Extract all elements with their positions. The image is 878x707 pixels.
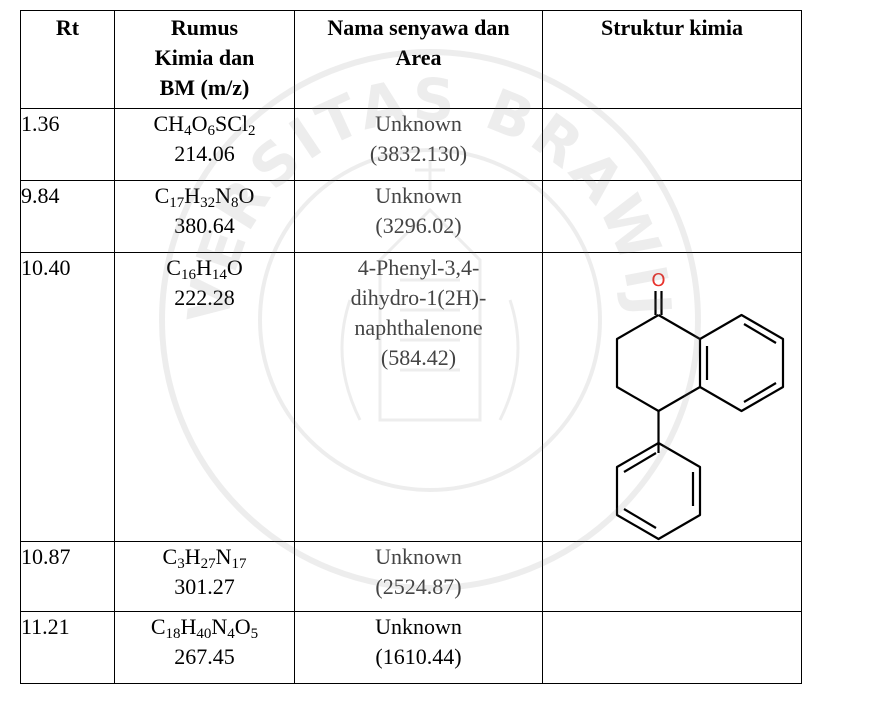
header-formula: Rumus Kimia dan BM (m/z) — [114, 10, 295, 109]
cell-structure — [542, 541, 802, 612]
cell-formula: C3H27N17 301.27 — [114, 541, 295, 612]
compound-name: 4-Phenyl-3,4- — [357, 255, 480, 280]
chemical-structure-diagram: O — [615, 270, 785, 541]
cyclohexanone-ring — [615, 314, 701, 413]
cell-name-area: Unknown (2524.87) — [294, 541, 543, 612]
aromatic-double-bond — [623, 452, 657, 473]
cell-structure: O — [542, 252, 802, 542]
compound-name: Unknown — [375, 544, 462, 569]
oxygen-atom-label: O — [651, 270, 665, 291]
compound-name: dihydro-1(2H)- — [350, 285, 487, 310]
cell-structure — [542, 611, 802, 684]
cell-name-area: Unknown (3296.02) — [294, 180, 543, 253]
compound-name: Unknown — [375, 183, 462, 208]
table-row: 1.36 CH4O6SCl2 214.06 Unknown (3832.130) — [20, 108, 802, 181]
chemical-formula: CH4O6SCl2 — [153, 111, 256, 139]
fused-benzene-ring — [698, 313, 785, 413]
cell-name-area: Unknown (1610.44) — [294, 611, 543, 684]
compound-name: Unknown — [375, 111, 462, 136]
molecular-mass: 380.64 — [174, 213, 235, 238]
ring-bond — [657, 314, 701, 340]
cell-formula: C17H32N8O 380.64 — [114, 180, 295, 253]
peak-area: (2524.87) — [375, 574, 462, 599]
aromatic-double-bond — [743, 323, 777, 344]
cell-rt: 10.40 — [20, 252, 115, 542]
header-name-area: Nama senyawa dan Area — [294, 10, 543, 109]
chemical-formula: C16H14O — [166, 255, 243, 283]
chemical-formula: C18H40N4O5 — [150, 614, 259, 642]
compound-name: Unknown — [375, 614, 462, 639]
header-rt: Rt — [20, 10, 115, 109]
chemical-formula: C3H27N17 — [162, 544, 247, 572]
aromatic-double-bond — [623, 508, 657, 529]
peak-area: (584.42) — [380, 345, 457, 370]
peak-area: (3832.130) — [369, 141, 468, 166]
cell-name-area: Unknown (3832.130) — [294, 108, 543, 181]
gcms-results-table: Rt Rumus Kimia dan BM (m/z) Nama senyawa… — [20, 10, 802, 684]
molecular-mass: 301.27 — [174, 574, 235, 599]
cell-structure — [542, 180, 802, 253]
phenyl-ring — [615, 441, 702, 541]
table-row: 11.21 C18H40N4O5 267.45 Unknown (1610.44… — [20, 611, 802, 684]
cell-structure — [542, 108, 802, 181]
aromatic-double-bond — [743, 382, 777, 403]
molecular-mass: 222.28 — [174, 285, 235, 310]
cell-name-area: 4-Phenyl-3,4- dihydro-1(2H)- naphthaleno… — [294, 252, 543, 542]
table-row: 10.40 C16H14O 222.28 4-Phenyl-3,4- dihyd… — [20, 252, 802, 542]
table-row: 9.84 C17H32N8O 380.64 Unknown (3296.02) — [20, 180, 802, 253]
cell-formula: C16H14O 222.28 — [114, 252, 295, 542]
cell-rt: 11.21 — [20, 611, 115, 684]
compound-name: naphthalenone — [354, 315, 483, 340]
molecular-mass: 267.45 — [174, 644, 235, 669]
peak-area: (1610.44) — [375, 644, 462, 669]
cell-formula: CH4O6SCl2 214.06 — [114, 108, 295, 181]
chemical-formula: C17H32N8O — [154, 183, 255, 211]
cell-formula: C18H40N4O5 267.45 — [114, 611, 295, 684]
table-row: 10.87 C3H27N17 301.27 Unknown (2524.87) — [20, 541, 802, 612]
header-structure: Struktur kimia — [542, 10, 802, 109]
peak-area: (3296.02) — [375, 213, 462, 238]
cell-rt: 10.87 — [20, 541, 115, 612]
cell-rt: 9.84 — [20, 180, 115, 253]
header-row: Rt Rumus Kimia dan BM (m/z) Nama senyawa… — [20, 10, 802, 109]
cell-rt: 1.36 — [20, 108, 115, 181]
molecular-mass: 214.06 — [174, 141, 235, 166]
